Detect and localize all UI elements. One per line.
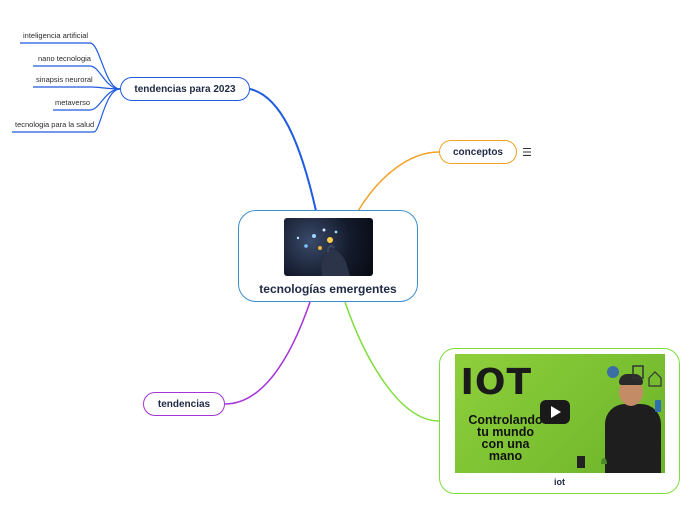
presenter-hair [618,374,643,385]
iot-video-thumbnail[interactable]: IOT Controlando tu mundo con una mano [454,354,665,473]
notes-icon[interactable]: ☰ [522,147,532,159]
link-tendencias-2023 [249,88,317,212]
iot-video-subtitle: Controlando tu mundo con una mano [468,413,543,463]
leaf-sinapsis-neuroral[interactable]: sinapsis neuroral [36,75,93,84]
topic-conceptos[interactable]: conceptos [439,140,517,164]
presenter-figure [604,404,661,473]
smart-device-icons [576,365,662,468]
link-conceptos [357,151,440,212]
link-tendencias [224,301,311,405]
technology-hand-photo [296,228,350,276]
topic-label: iot [554,477,565,487]
topic-tendencias[interactable]: tendencias [143,392,225,416]
central-topic-image [283,218,373,276]
leaf-tecnologia-salud[interactable]: tecnologia para la salud [15,120,95,129]
link-iot [344,301,440,422]
leaf-metaverso[interactable]: metaverso [55,98,91,107]
leaf-links [12,42,121,133]
leaf-inteligencia-artificial[interactable]: inteligencia artificial [23,31,89,40]
leaf-nano-tecnologia[interactable]: nano tecnologia [38,54,91,63]
play-icon[interactable] [539,400,570,424]
topic-label: tendencias para 2023 [134,83,236,95]
topic-iot[interactable]: IOT Controlando tu mundo con una mano io… [439,348,680,494]
central-topic-title: tecnologías emergentes [259,282,397,296]
topic-label: conceptos [452,146,503,158]
topic-tendencias-2023[interactable]: tendencias para 2023 [120,77,250,101]
iot-video-title: IOT [460,362,533,403]
topic-label: tendencias [157,398,211,410]
central-topic-node[interactable]: tecnologías emergentes [238,210,418,302]
